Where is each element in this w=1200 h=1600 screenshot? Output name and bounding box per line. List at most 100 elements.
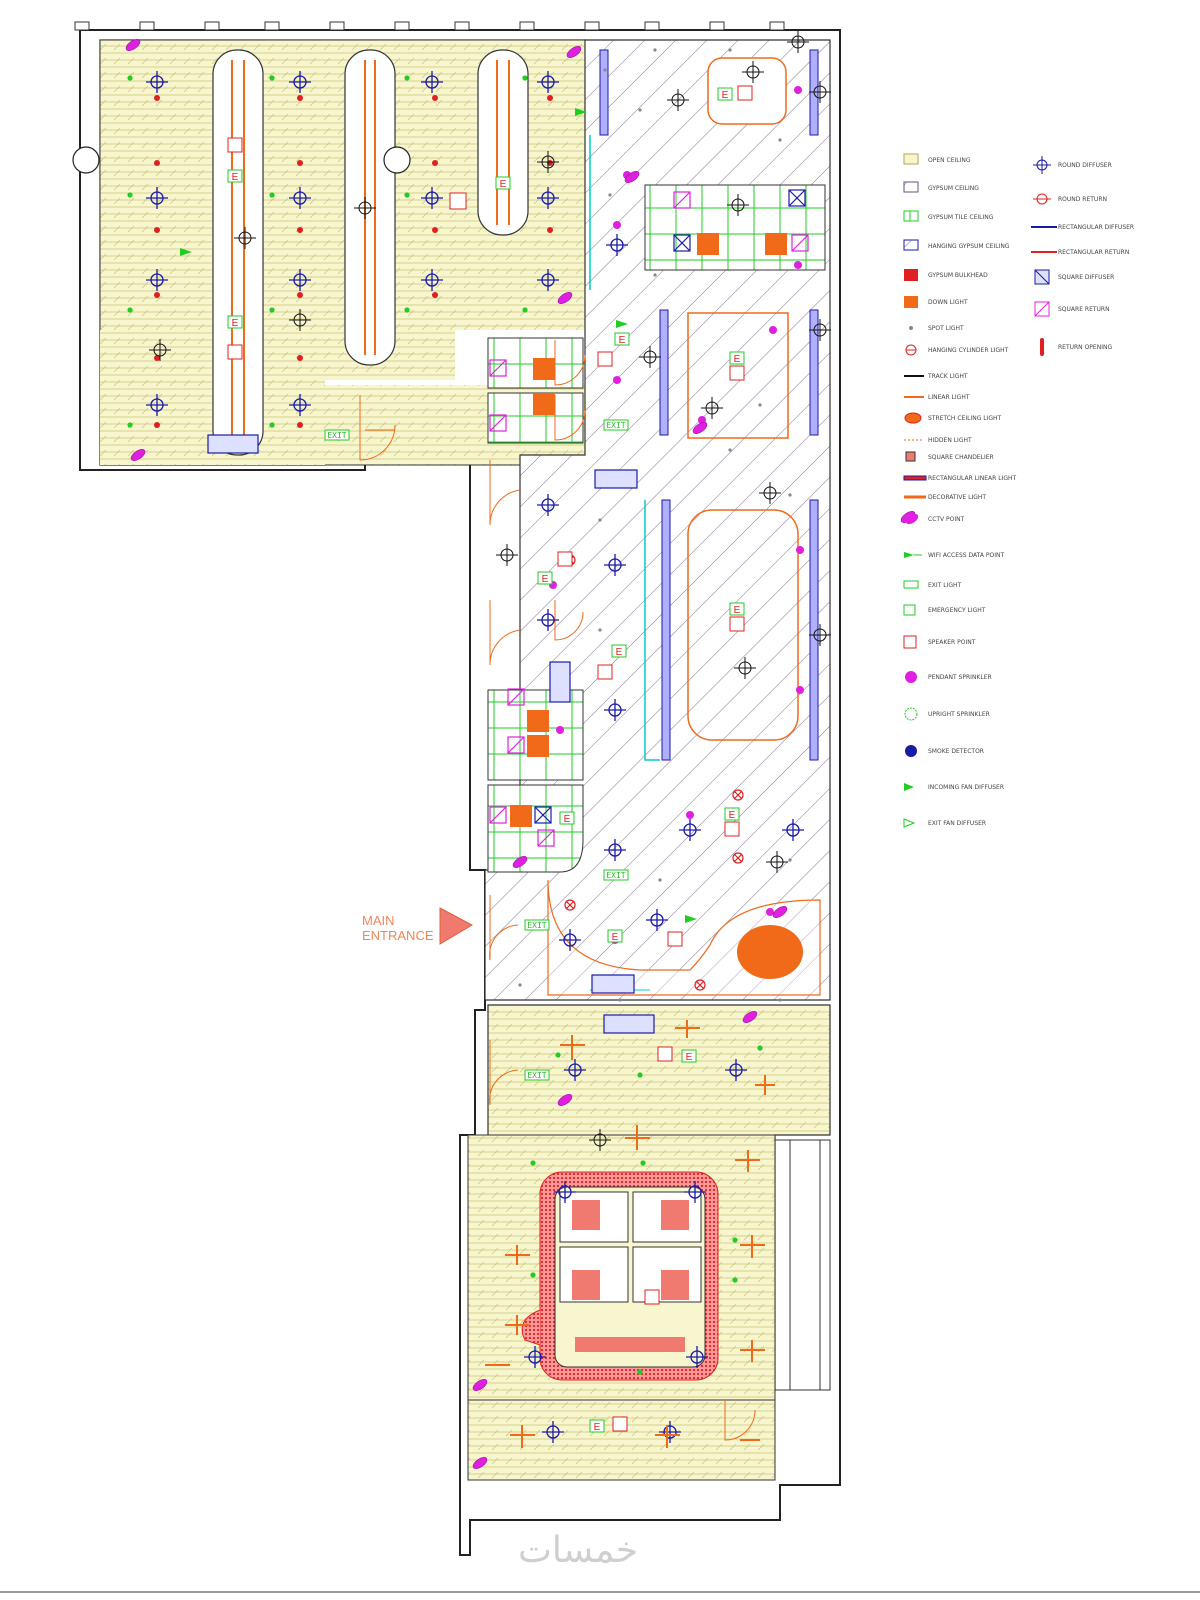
open-ceiling-area-south-3 <box>467 1399 776 1481</box>
round-diffuser-icons <box>146 71 804 1443</box>
legend-panel-right: ROUND DIFFUSER ROUND RETURN RECTANGULAR DI… <box>1031 156 1134 356</box>
legend-label: LINEAR LIGHT <box>928 394 970 401</box>
exit-sign-icons: EXIT EXIT EXIT EXIT EXIT <box>324 419 629 1081</box>
legend-label: CCTV POINT <box>928 516 965 523</box>
legend-right-round-diffuser-icon: ROUND DIFFUSER <box>1033 156 1112 174</box>
legend-label: STRETCH CEILING LIGHT <box>928 415 1002 422</box>
legend-left-exit-light-icon: EXIT LIGHT <box>903 580 962 589</box>
legend-label: SQUARE RETURN <box>1058 306 1110 313</box>
window-mullions <box>74 21 785 31</box>
legend-left-linear-light-icon: LINEAR LIGHT <box>904 394 970 401</box>
legend-right-square-return-icon: SQUARE RETURN <box>1034 301 1110 317</box>
legend-left-hanging-gypsum-ceiling-swatch: HANGING GYPSUM CEILING <box>903 239 1010 251</box>
rectangular-diffuser-units <box>207 434 655 1034</box>
decorative-bulkhead-square <box>521 1171 719 1381</box>
legend-left-open-ceiling-swatch: OPEN CEILING <box>903 153 971 165</box>
legend-left-speaker-icon: SPEAKER POINT <box>903 635 976 649</box>
svg-text:EXIT: EXIT <box>527 1071 546 1080</box>
legend-left-down-light-swatch: DOWN LIGHT <box>904 296 968 308</box>
legend-label: GYPSUM TILE CEILING <box>928 214 994 221</box>
legend-left-wifi-icon: WIFI ACCESS DATA POINT <box>904 552 1004 559</box>
svg-text:EXIT: EXIT <box>327 431 346 440</box>
track-light-icons <box>485 1020 775 1448</box>
legend-label: ROUND RETURN <box>1058 196 1107 203</box>
legend-panel-left: OPEN CEILING GYPSUM CEILING GYPSUM TILE CE… <box>903 153 1016 828</box>
legend-label: PENDANT SPRINKLER <box>928 674 992 681</box>
svg-text:EXIT: EXIT <box>606 421 625 430</box>
svg-text:E: E <box>616 647 623 658</box>
legend-right-square-diffuser-icon: SQUARE DIFFUSER <box>1034 269 1114 285</box>
door-swings <box>359 340 756 1441</box>
legend-label: RECTANGULAR RETURN <box>1058 249 1129 256</box>
legend-label: DECORATIVE LIGHT <box>928 494 986 501</box>
legend-label: RECTANGULAR LINEAR LIGHT <box>928 475 1016 482</box>
wifi-data-point-icons <box>180 108 697 923</box>
svg-text:E: E <box>729 810 736 821</box>
legend-label: SMOKE DETECTOR <box>928 748 984 755</box>
legend-left-gypsum-ceiling-swatch: GYPSUM CEILING <box>903 181 979 193</box>
emergency-light-icons: E E E E E E E E E E E E E E <box>227 87 745 1433</box>
main-entrance-label-2: ENTRANCE <box>362 928 434 943</box>
legend-label: GYPSUM BULKHEAD <box>928 272 988 279</box>
legend-label: SPEAKER POINT <box>928 639 976 646</box>
legend-label: SQUARE DIFFUSER <box>1058 274 1114 281</box>
legend-left-rectangular-linear-icon: RECTANGULAR LINEAR LIGHT <box>903 475 1016 482</box>
legend-left-upright-sprinkler-icon: UPRIGHT SPRINKLER <box>904 707 990 721</box>
legend-label: OPEN CEILING <box>928 157 971 164</box>
svg-text:E: E <box>686 1052 693 1063</box>
svg-text:E: E <box>232 172 239 183</box>
legend-left-pendant-sprinkler-icon: PENDANT SPRINKLER <box>905 671 992 683</box>
legend-label: SQUARE CHANDELIER <box>928 454 994 461</box>
svg-text:EXIT: EXIT <box>606 871 625 880</box>
legend-left-stretch-ceiling-icon: STRETCH CEILING LIGHT <box>904 412 1002 424</box>
svg-text:E: E <box>722 90 729 101</box>
svg-text:E: E <box>734 605 741 616</box>
legend-label: UPRIGHT SPRINKLER <box>928 711 990 718</box>
legend-label: RETURN OPENING <box>1058 344 1112 351</box>
main-entrance-arrow <box>439 907 474 945</box>
legend-label: RECTANGULAR DIFFUSER <box>1058 224 1134 231</box>
legend-label: WIFI ACCESS DATA POINT <box>928 552 1004 559</box>
legend-label: EMERGENCY LIGHT <box>928 607 986 614</box>
tile-ceiling-rooms-west <box>487 337 584 873</box>
legend-left-cctv-icon: CCTV POINT <box>905 513 965 525</box>
spot-light-icons <box>127 75 763 1375</box>
stretch-ceiling-light <box>737 925 803 979</box>
svg-text:E: E <box>564 814 571 825</box>
watermark-text: خمسات <box>518 1530 638 1571</box>
legend-left-emergency-light-icon: EMERGENCY LIGHT <box>903 604 986 616</box>
legend-left-gypsum-bulkhead-swatch: GYPSUM BULKHEAD <box>904 269 988 281</box>
legend-label: HANGING GYPSUM CEILING <box>928 243 1010 250</box>
legend-right-rect-diffuser-icon: RECTANGULAR DIFFUSER <box>1031 224 1134 231</box>
legend-left-decorative-light-icon: DECORATIVE LIGHT <box>904 494 986 501</box>
legend-left-spot-light-icon: SPOT LIGHT <box>909 325 964 332</box>
svg-text:EXIT: EXIT <box>527 921 546 930</box>
legend-label: HIDDEN LIGHT <box>928 437 972 444</box>
svg-text:E: E <box>542 574 549 585</box>
legend-label: INCOMING FAN DIFFUSER <box>928 784 1004 791</box>
legend-label: EXIT LIGHT <box>928 582 962 589</box>
speaker-point-icons <box>227 85 753 1432</box>
down-light-icons <box>154 95 553 428</box>
legend-label: HANGING CYLINDER LIGHT <box>928 347 1009 354</box>
svg-text:E: E <box>594 1422 601 1433</box>
smoke-detector-icons <box>149 31 831 1151</box>
svg-text:E: E <box>500 179 507 190</box>
main-entrance-label-1: MAIN <box>362 913 395 928</box>
legend-right-round-return-icon: ROUND RETURN <box>1033 193 1107 205</box>
gypsum-spot-points <box>518 48 792 1002</box>
legend-label: DOWN LIGHT <box>928 299 968 306</box>
cctv-icons <box>125 39 916 1469</box>
legend-label: GYPSUM CEILING <box>928 185 979 192</box>
legend-left-exit-fan-icon: EXIT FAN DIFFUSER <box>903 818 986 828</box>
legend-left-smoke-detector-icon: SMOKE DETECTOR <box>905 745 984 757</box>
svg-text:E: E <box>612 932 619 943</box>
legend-label: EXIT FAN DIFFUSER <box>928 820 986 827</box>
bulkhead-pill-1 <box>212 49 264 456</box>
legend-left-incoming-fan-icon: INCOMING FAN DIFFUSER <box>904 783 1004 791</box>
legend-left-hanging-cylinder-icon: HANGING CYLINDER LIGHT <box>905 344 1009 356</box>
svg-text:E: E <box>619 335 626 346</box>
legend-label: SPOT LIGHT <box>928 325 964 332</box>
legend-left-square-chandelier-icon: SQUARE CHANDELIER <box>905 451 994 462</box>
